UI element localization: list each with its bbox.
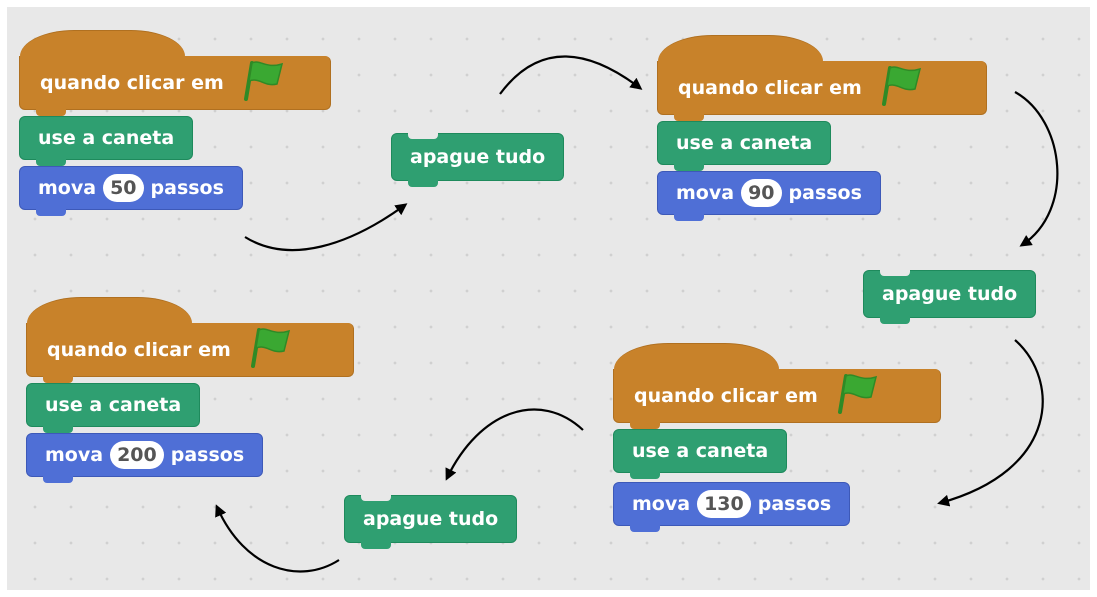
block-notch	[674, 164, 704, 171]
hat-label: quando clicar em	[40, 71, 224, 94]
move-steps-block[interactable]: mova 50 passos	[19, 166, 243, 216]
use-pen-block[interactable]: use a caneta	[26, 383, 201, 433]
pen-label: use a caneta	[45, 394, 182, 416]
green-flag-icon	[240, 59, 284, 106]
block-notch	[43, 426, 73, 433]
move-label: mova	[45, 444, 104, 466]
when-flag-clicked-block[interactable]: quando clicar em	[657, 35, 987, 121]
hat-label: quando clicar em	[634, 384, 818, 407]
pen-label: use a caneta	[676, 132, 813, 154]
block-notch	[36, 209, 66, 216]
move-label: mova	[676, 182, 735, 204]
block-notch	[880, 317, 910, 324]
hat-label: quando clicar em	[47, 338, 231, 361]
clear-label: apague tudo	[410, 146, 546, 168]
steps-input[interactable]: 90	[741, 179, 782, 207]
block-notch	[43, 476, 73, 483]
clear-label: apague tudo	[363, 508, 499, 530]
block-tab	[880, 270, 910, 276]
clear-label: apague tudo	[882, 283, 1018, 305]
steps-input[interactable]: 130	[697, 490, 751, 518]
block-notch	[630, 525, 660, 532]
steps-input[interactable]: 50	[103, 174, 144, 202]
block-notch	[36, 159, 66, 166]
block-notch	[674, 214, 704, 221]
steps-label: passos	[150, 177, 224, 199]
move-steps-block[interactable]: mova 130 passos	[613, 482, 851, 532]
use-pen-block[interactable]: use a caneta	[657, 121, 832, 171]
green-flag-icon	[878, 64, 922, 111]
clear-block[interactable]: apague tudo	[344, 495, 518, 549]
use-pen-block[interactable]: use a caneta	[19, 116, 194, 166]
when-flag-clicked-block[interactable]: quando clicar em	[26, 297, 354, 383]
block-notch	[36, 109, 66, 116]
block-tab	[408, 133, 438, 139]
hat-cap-mask	[658, 61, 986, 87]
move-steps-block[interactable]: mova 90 passos	[657, 171, 881, 221]
steps-label: passos	[757, 493, 832, 515]
block-notch	[674, 114, 704, 121]
block-notch	[361, 542, 391, 549]
clear-block[interactable]: apague tudo	[863, 270, 1037, 324]
when-flag-clicked-block[interactable]: quando clicar em	[19, 30, 331, 116]
use-pen-block[interactable]: use a caneta	[613, 429, 788, 479]
pen-label: use a caneta	[38, 127, 175, 149]
pen-label: use a caneta	[632, 440, 769, 462]
block-notch	[408, 180, 438, 187]
hat-label: quando clicar em	[678, 76, 862, 99]
steps-label: passos	[170, 444, 245, 466]
move-label: mova	[38, 177, 97, 199]
green-flag-icon	[834, 372, 878, 419]
block-notch	[630, 472, 660, 479]
steps-input[interactable]: 200	[110, 441, 164, 469]
when-flag-clicked-block[interactable]: quando clicar em	[613, 343, 941, 429]
block-tab	[361, 495, 391, 501]
block-notch	[630, 422, 660, 429]
clear-block[interactable]: apague tudo	[391, 133, 565, 187]
move-steps-block[interactable]: mova 200 passos	[26, 433, 264, 483]
move-label: mova	[632, 493, 691, 515]
block-notch	[43, 376, 73, 383]
hat-cap-mask	[27, 323, 353, 349]
steps-label: passos	[788, 182, 862, 204]
green-flag-icon	[247, 326, 291, 373]
hat-cap-mask	[614, 369, 940, 395]
